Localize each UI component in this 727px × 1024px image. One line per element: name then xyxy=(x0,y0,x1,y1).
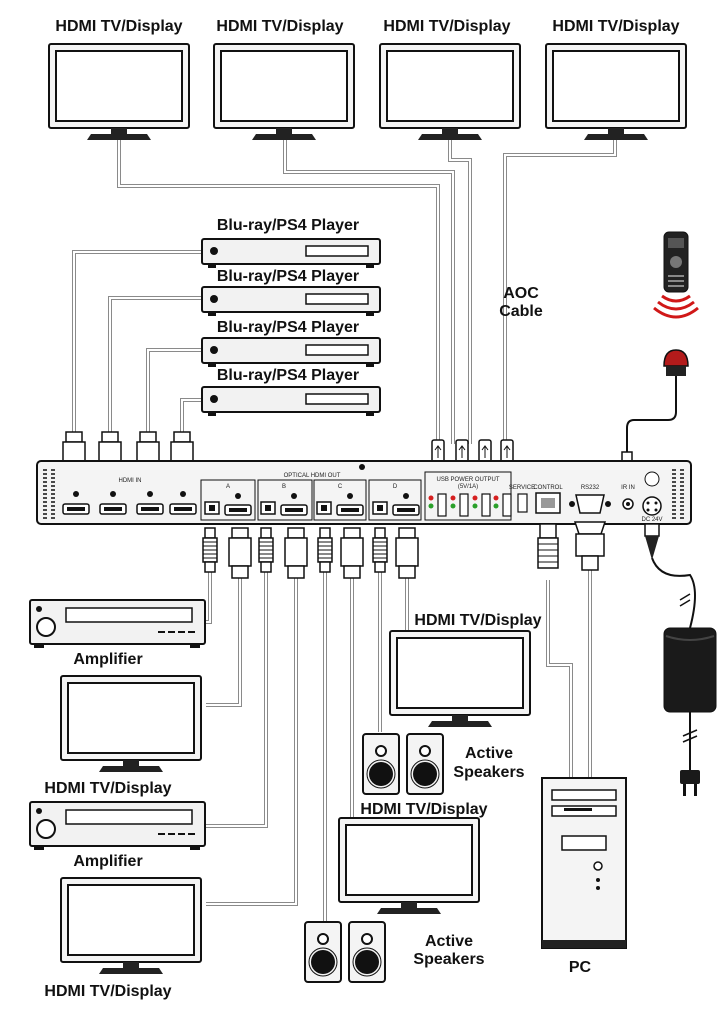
dc-plug xyxy=(644,523,660,560)
tv-left-2-label: HDMI TV/Display xyxy=(44,983,171,1000)
service-usb-port xyxy=(517,493,528,513)
amplifier-2 xyxy=(29,801,206,851)
tv-top-1 xyxy=(48,43,190,141)
player-4-label: Blu-ray/PS4 Player xyxy=(217,367,359,384)
player-1-label: Blu-ray/PS4 Player xyxy=(217,217,359,234)
tv-mid-2 xyxy=(338,817,480,915)
tv-mid-1-label: HDMI TV/Display xyxy=(414,612,541,629)
tv-top-2 xyxy=(213,43,355,141)
tv-top-2-label: HDMI TV/Display xyxy=(216,18,343,35)
tv-top-4 xyxy=(545,43,687,141)
player-3 xyxy=(201,337,381,368)
speakers-2-label: Active xyxy=(425,933,473,950)
rs232-plug xyxy=(573,521,607,571)
usb-status-leds xyxy=(428,495,499,509)
tv-left-2 xyxy=(60,877,202,975)
speakers-2-label-2: Speakers xyxy=(413,951,484,968)
zone-a-label: A xyxy=(226,484,230,490)
player-1 xyxy=(201,238,381,269)
power-adapter xyxy=(663,627,717,713)
matrix-unit: HDMI IN OPTICAL HDMI OUT A B C D USB POW… xyxy=(36,460,692,525)
ir-sensor-icon xyxy=(663,349,689,376)
tv-mid-2-label: HDMI TV/Display xyxy=(360,801,487,818)
player-2-label: Blu-ray/PS4 Player xyxy=(217,268,359,285)
player-2 xyxy=(201,286,381,317)
service-label: SERVICE xyxy=(509,485,535,491)
output-plugs xyxy=(202,527,419,579)
tv-top-3 xyxy=(379,43,521,141)
optical-hdmi-out-label: OPTICAL HDMI OUT xyxy=(284,473,341,479)
player-3-label: Blu-ray/PS4 Player xyxy=(217,319,359,336)
speakers-2 xyxy=(304,921,386,983)
tv-top-4-label: HDMI TV/Display xyxy=(552,18,679,35)
aoc-cable-label: Cable xyxy=(499,303,543,320)
power-plug-icon xyxy=(680,770,700,796)
remote-control-icon xyxy=(653,231,699,319)
tv-mid-1 xyxy=(389,630,531,728)
usb-ports xyxy=(437,493,512,517)
tv-left-1-label: HDMI TV/Display xyxy=(44,780,171,797)
ir-in-label: IR IN xyxy=(621,485,635,491)
rs232-port xyxy=(575,494,605,514)
usb-power-label: USB POWER OUTPUT xyxy=(436,477,499,483)
amplifier-1 xyxy=(29,599,206,649)
amplifier-1-label: Amplifier xyxy=(73,651,142,668)
hdmi-in-label: HDMI IN xyxy=(119,478,142,484)
aoc-label: AOC xyxy=(503,285,539,302)
control-label: CONTROL xyxy=(533,485,563,491)
dc-label: DC 24V xyxy=(641,517,662,523)
player-4 xyxy=(201,386,381,417)
zone-d-label: D xyxy=(393,484,398,490)
tv-top-3-label: HDMI TV/Display xyxy=(383,18,510,35)
tv-top-1-label: HDMI TV/Display xyxy=(55,18,182,35)
lan-plug xyxy=(537,523,559,569)
speakers-1 xyxy=(362,733,444,795)
dc-power-port xyxy=(642,496,662,516)
tv-left-1 xyxy=(60,675,202,773)
cables xyxy=(72,140,698,922)
amplifier-2-label: Amplifier xyxy=(73,853,142,870)
zone-b-label: B xyxy=(282,484,286,490)
pc-tower xyxy=(541,777,627,949)
speakers-1-label: Active xyxy=(465,745,513,762)
rs232-label: RS232 xyxy=(581,485,600,491)
zone-c-label: C xyxy=(338,484,343,490)
pc-label: PC xyxy=(569,959,592,976)
usb-power-spec-label: (5V/1A) xyxy=(458,484,478,490)
speakers-1-label-2: Speakers xyxy=(453,764,524,781)
